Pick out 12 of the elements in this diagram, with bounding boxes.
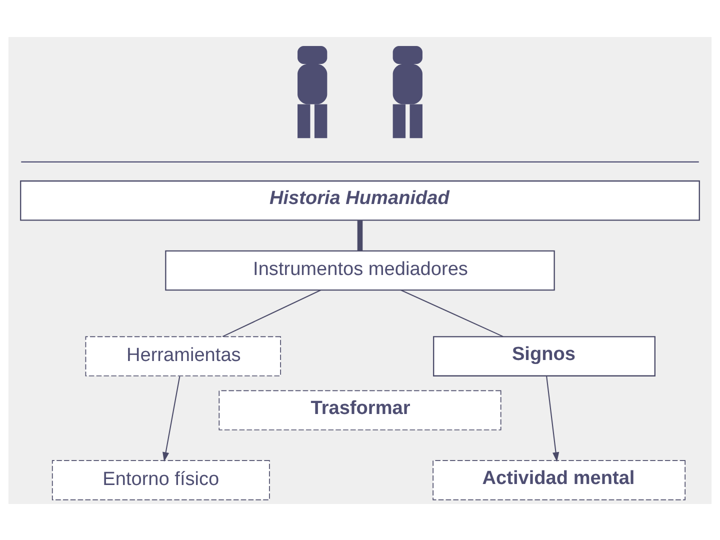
connector (222, 289, 321, 337)
node-box: Herramientas (85, 336, 281, 376)
node-box: Historia Humanidad (20, 180, 700, 220)
connector (357, 220, 363, 250)
node-box: Actividad mental (432, 460, 686, 500)
node-box: Signos (433, 336, 656, 376)
arrow (546, 376, 560, 462)
node-box: Trasformar (218, 390, 502, 430)
connector (400, 289, 504, 337)
node-box: Entorno físico (52, 460, 270, 500)
arrow (162, 376, 180, 462)
node-box: Instrumentos mediadores (165, 250, 555, 290)
